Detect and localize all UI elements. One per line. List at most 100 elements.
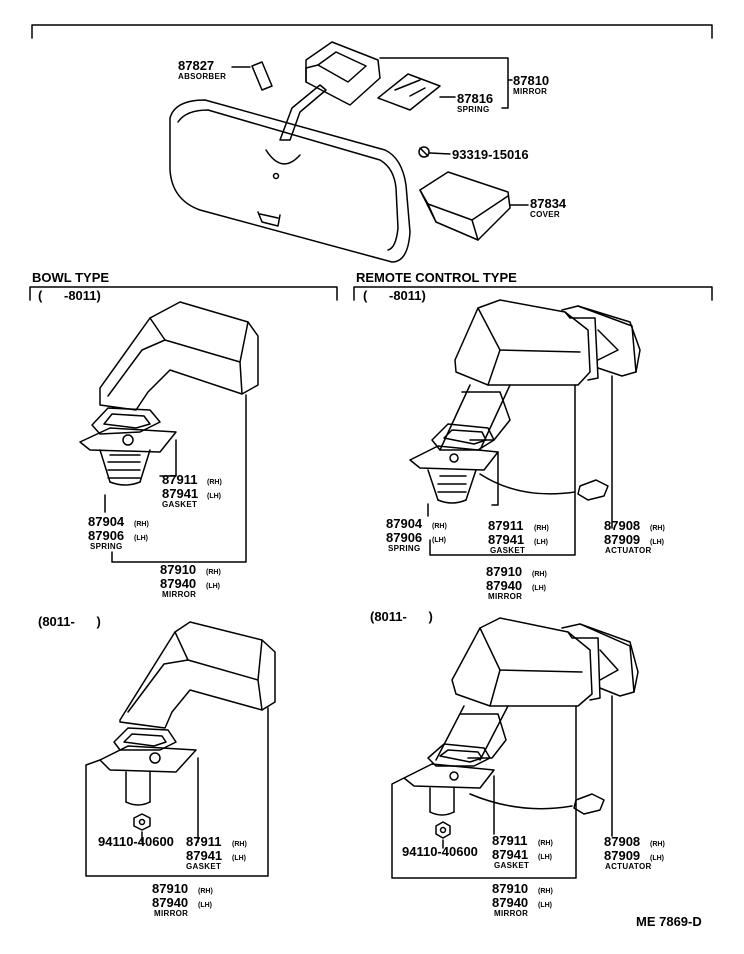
- svg-text:(RH): (RH): [538, 840, 553, 847]
- absorber-drawing: [251, 61, 273, 91]
- cover-label: COVER: [530, 210, 560, 219]
- bowl1-spring-lh-no: 87906: [88, 528, 124, 543]
- remote1-mirror-label: MIRROR: [488, 592, 522, 601]
- bowl1-mirror-lh-no: 87940: [160, 576, 196, 591]
- remote2-actuator-label: ACTUATOR: [605, 862, 652, 871]
- remote2-mirror-label: MIRROR: [494, 909, 528, 918]
- remote1-actuator-label: ACTUATOR: [605, 546, 652, 555]
- cover-part-no: 87834: [530, 196, 567, 211]
- remote2-mirror-lh-no: 87940: [492, 895, 528, 910]
- remote1-spring-label: SPRING: [388, 544, 420, 553]
- mirror-spring-part-no: 87816: [457, 91, 493, 106]
- inner-mirror-part-no: 87810: [513, 73, 549, 88]
- cover-drawing: [419, 171, 511, 241]
- bowl1-spring-label: SPRING: [90, 542, 122, 551]
- remote-mirror-1-drawing: [439, 299, 641, 451]
- bowl2-mirror-label: MIRROR: [154, 909, 188, 918]
- svg-text:(LH): (LH): [538, 902, 552, 909]
- svg-text:(LH): (LH): [134, 535, 148, 542]
- remote-base-2-drawing: [403, 763, 495, 839]
- bowl2-mirror-rh-no: 87910: [152, 881, 188, 896]
- svg-text:(LH): (LH): [532, 585, 546, 592]
- bowl2-mirror-lh-no: 87940: [152, 895, 188, 910]
- bowl1-spring-rh-no: 87904: [88, 514, 125, 529]
- remote-gasket-1-drawing: [431, 423, 495, 451]
- remote1-mirror-lh-no: 87940: [486, 578, 522, 593]
- mirror-stem: [279, 84, 327, 141]
- remote1-spring-rh-no: 87904: [386, 516, 423, 531]
- svg-text:(RH): (RH): [532, 571, 547, 578]
- remote1-gasket-label: GASKET: [490, 546, 525, 555]
- screw-part-no: 93319-15016: [452, 147, 529, 162]
- bowl-type-bracket: [29, 286, 338, 301]
- connector-2: [573, 793, 605, 815]
- bowl-spring-1-drawing: [79, 427, 177, 486]
- remote1-spring-lh-no: 87906: [386, 530, 422, 545]
- adjust-knob: [257, 211, 281, 227]
- remote1-mirror-rh-no: 87910: [486, 564, 522, 579]
- svg-text:(LH): (LH): [534, 539, 548, 546]
- bowl2-gasket-lh-no: 87941: [186, 848, 222, 863]
- svg-text:(RH): (RH): [538, 888, 553, 895]
- top-section-bracket: [31, 24, 713, 39]
- bowl-mirror-1-drawing: [99, 301, 259, 411]
- svg-text:(LH): (LH): [232, 855, 246, 862]
- svg-text:(RH): (RH): [206, 569, 221, 576]
- bowl2-gasket-rh-no: 87911: [186, 834, 221, 849]
- absorber-label: ABSORBER: [178, 72, 226, 81]
- remote1-actuator-lh-no: 87909: [604, 532, 640, 547]
- svg-text:(LH): (LH): [650, 855, 664, 862]
- bowl-mirror-2-drawing: [119, 621, 276, 729]
- svg-text:(RH): (RH): [650, 525, 665, 532]
- bowl1-gasket-lh-no: 87941: [162, 486, 198, 501]
- remote-mirror-2-drawing: [435, 617, 639, 761]
- svg-text:(RH): (RH): [534, 525, 549, 532]
- mirror-spring-drawing: [377, 73, 441, 111]
- remote-spring-1-drawing: [409, 445, 499, 504]
- remote-cable-1: [479, 473, 576, 495]
- svg-text:(RH): (RH): [198, 888, 213, 895]
- inner-mirror-label: MIRROR: [513, 87, 547, 96]
- remote-mirror-1-leader: [429, 384, 576, 556]
- bowl-gasket-1-drawing: [91, 407, 161, 435]
- bowl1-mirror-rh-no: 87910: [160, 562, 196, 577]
- bowl1-gasket-label: GASKET: [162, 500, 197, 509]
- remote-range-after: (8011- ): [370, 609, 433, 624]
- drawing-code: ME 7869-D: [636, 914, 702, 929]
- bowl-base-2-drawing: [99, 745, 197, 831]
- svg-text:(LH): (LH): [650, 539, 664, 546]
- remote-cable-2: [469, 793, 573, 810]
- remote2-gasket-label: GASKET: [494, 861, 529, 870]
- remote2-gasket-rh-no: 87911: [492, 833, 527, 848]
- remote-type-bracket: [353, 286, 713, 301]
- bowl2-nut-no: 94110-40600: [98, 834, 174, 849]
- nut-drawing-2: [435, 821, 451, 839]
- inner-mirror-drawing: [169, 41, 411, 263]
- bowl-range-after: (8011- ): [38, 614, 101, 629]
- connector-1: [577, 479, 609, 501]
- nut-drawing: [133, 813, 151, 831]
- svg-text:(RH): (RH): [232, 841, 247, 848]
- mirror-spring-label: SPRING: [457, 105, 489, 114]
- svg-text:(LH): (LH): [432, 537, 446, 544]
- svg-text:(RH): (RH): [134, 521, 149, 528]
- remote2-actuator-rh-no: 87908: [604, 834, 640, 849]
- screw-drawing: [418, 146, 430, 158]
- svg-text:(LH): (LH): [207, 493, 221, 500]
- remote-gasket-2-drawing: [427, 743, 491, 767]
- remote2-gasket-lh-no: 87941: [492, 847, 528, 862]
- remote2-mirror-rh-no: 87910: [492, 881, 528, 896]
- svg-text:(LH): (LH): [538, 854, 552, 861]
- remote1-gasket-rh-no: 87911: [488, 518, 523, 533]
- remote1-gasket-lh-no: 87941: [488, 532, 524, 547]
- bowl2-gasket-label: GASKET: [186, 862, 221, 871]
- svg-text:(RH): (RH): [650, 841, 665, 848]
- remote1-actuator-rh-no: 87908: [604, 518, 640, 533]
- bowl-type-heading: BOWL TYPE: [32, 270, 109, 285]
- bowl-range-before: ( -8011): [38, 288, 101, 303]
- bowl1-mirror-label: MIRROR: [162, 590, 196, 599]
- remote-range-before: ( -8011): [363, 288, 426, 303]
- svg-text:(LH): (LH): [206, 583, 220, 590]
- absorber-part-no: 87827: [178, 58, 214, 73]
